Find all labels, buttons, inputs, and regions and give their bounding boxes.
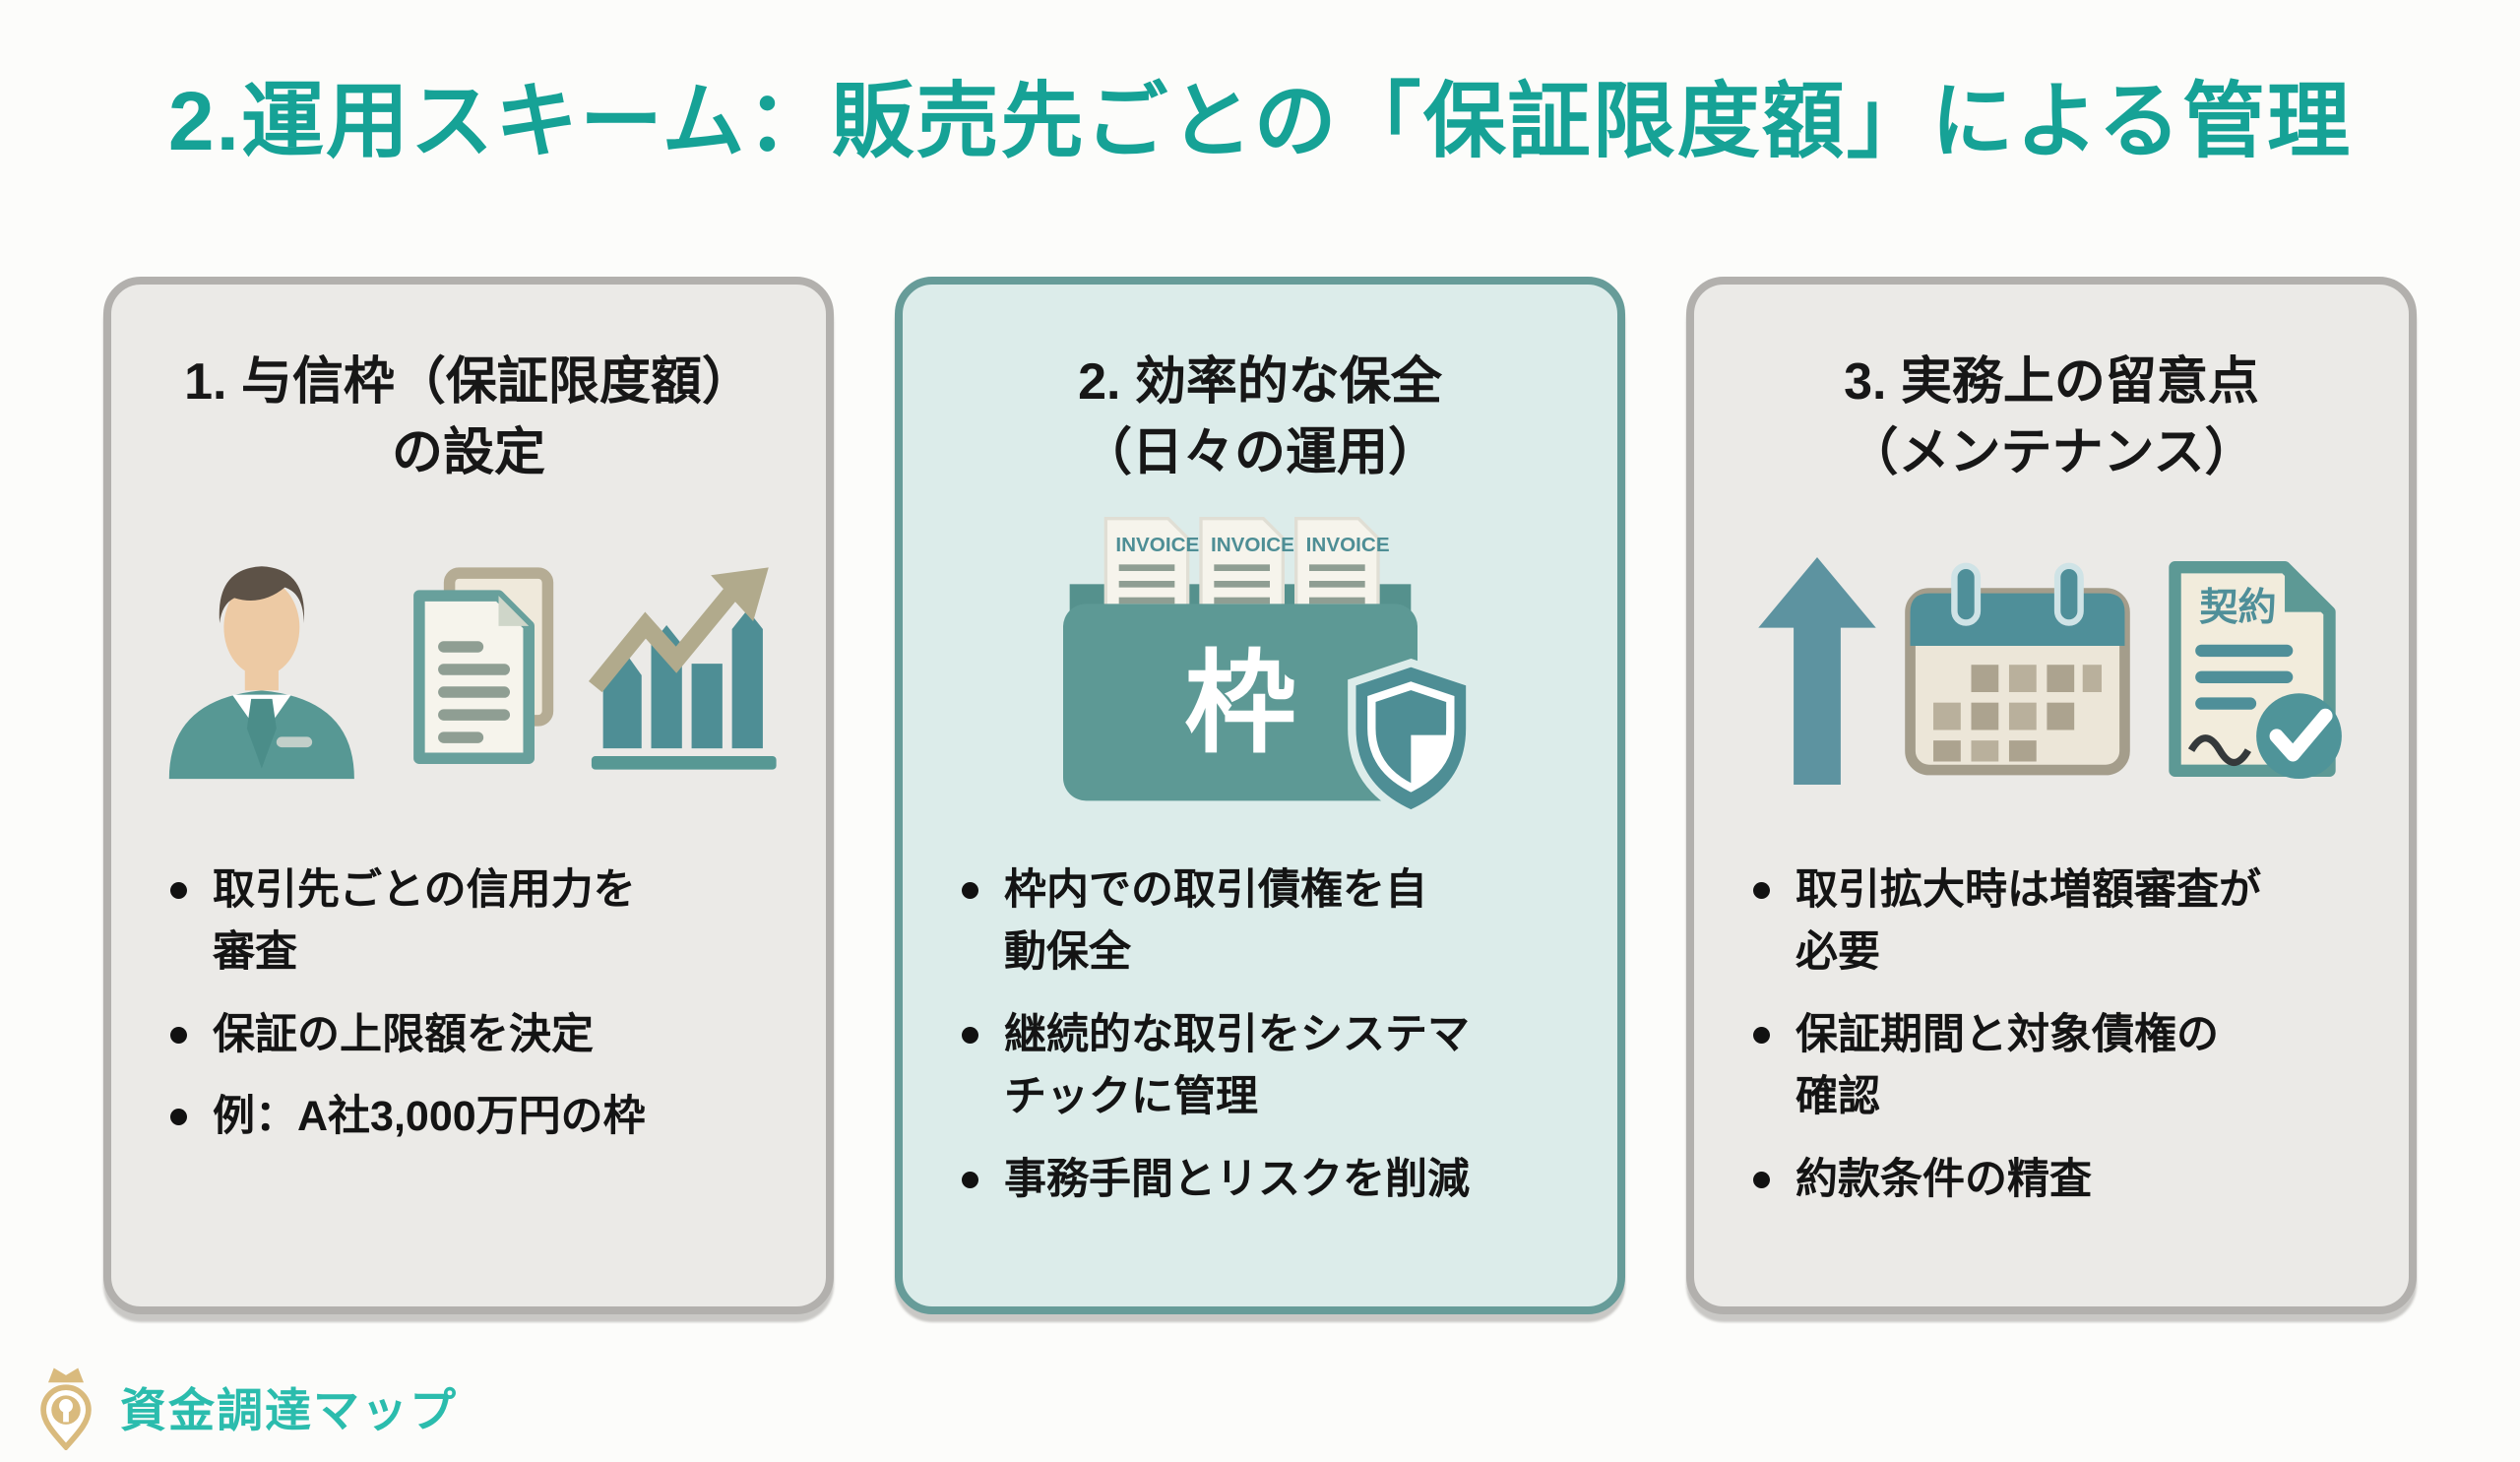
card-1-bullets: 取引先ごとの信用力を 審査 保証の上限額を決定 例：A社3,000万円の枠 (157, 859, 781, 1150)
card-efficient-protection: 2. 効率的な保全 （日々の運用） INVOICE I (895, 277, 1625, 1314)
bullet-dot-icon (962, 1026, 978, 1044)
up-arrow-icon (1757, 556, 1876, 785)
bullet-item: 保証の上限額を決定 (170, 1004, 781, 1067)
invoice-doc-icon: INVOICE (1294, 516, 1390, 632)
page-title: 2.運用スキーム：販売先ごとの「保証限度額」による管理 (167, 75, 2353, 167)
bullet-item: 枠内での取引債権を自 動保全 (962, 859, 1572, 985)
card-2-icon-area: INVOICE INVOICE (948, 507, 1572, 832)
bullet-dot-icon (1753, 1026, 1770, 1044)
svg-text:INVOICE: INVOICE (1211, 534, 1294, 556)
bullet-dot-icon (962, 881, 978, 899)
svg-text:INVOICE: INVOICE (1115, 534, 1199, 556)
bullet-item: 例：A社3,000万円の枠 (170, 1086, 781, 1149)
bullet-dot-icon (1753, 1172, 1770, 1188)
bullet-dot-icon (170, 1109, 187, 1126)
card-2-bullets: 枠内での取引債権を自 動保全 継続的な取引をシステマ チックに管理 事務手間とリ… (948, 859, 1572, 1212)
cards-row: 1. 与信枠（保証限度額） の設定 (0, 277, 2520, 1314)
bullet-dot-icon (170, 881, 187, 899)
bullet-dot-icon (962, 1172, 978, 1188)
contract-kanji-label: 契約 (2199, 586, 2276, 629)
svg-text:INVOICE: INVOICE (1306, 534, 1390, 556)
brand-logo: 資金調達マップ (26, 1362, 458, 1450)
calendar-icon (1904, 562, 2130, 776)
card-practical-notes: 3. 実務上の留意点 （メンテナンス） (1686, 277, 2417, 1314)
map-pin-crown-icon (40, 1367, 92, 1450)
invoice-box-shield-icon: INVOICE INVOICE (1063, 516, 1475, 818)
card-credit-limit-setting: 1. 与信枠（保証限度額） の設定 (103, 277, 834, 1314)
bullet-item: 取引先ごとの信用力を 審査 (170, 859, 781, 985)
bullet-dot-icon (1753, 881, 1770, 899)
bullet-item: 事務手間とリスクを削減 (962, 1149, 1572, 1212)
contract-check-icon: 契約 (2168, 561, 2342, 780)
bullet-item: 約款条件の精査 (1753, 1149, 2363, 1212)
bullet-item: 取引拡大時は増額審査が 必要 (1753, 859, 2363, 985)
card-1-heading: 1. 与信枠（保証限度額） の設定 (184, 353, 753, 481)
card-2-heading: 2. 効率的な保全 （日々の運用） (1078, 353, 1442, 481)
card-1-icon-area (157, 507, 781, 832)
bullet-item: 保証期間と対象債権の 確認 (1753, 1004, 2363, 1129)
invoice-doc-icon: INVOICE (1103, 516, 1199, 632)
card-3-icon-area: 契約 (1739, 507, 2363, 832)
card-3-heading: 3. 実務上の留意点 （メンテナンス） (1844, 353, 2259, 481)
businessman-icon (168, 565, 354, 779)
growth-chart-icon (589, 566, 778, 770)
box-kanji-label: 枠 (1184, 641, 1295, 766)
brand-logo-text: 資金調達マップ (120, 1383, 458, 1436)
slide: 2.運用スキーム：販売先ごとの「保証限度額」による管理 1. 与信枠（保証限度額… (0, 55, 2520, 1462)
calendar-grid (1932, 665, 2102, 762)
documents-icon (412, 566, 553, 764)
shield-icon (1348, 658, 1475, 818)
card-3-bullets: 取引拡大時は増額審査が 必要 保証期間と対象債権の 確認 約款条件の精査 (1739, 859, 2363, 1212)
bullet-item: 継続的な取引をシステマ チックに管理 (962, 1004, 1572, 1129)
bullet-dot-icon (170, 1026, 187, 1044)
